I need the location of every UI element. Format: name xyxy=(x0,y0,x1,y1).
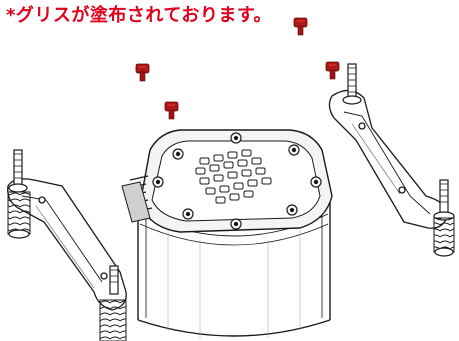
screw-icon xyxy=(164,101,179,120)
left-bracket-standoff-top xyxy=(7,149,31,239)
screw-icon xyxy=(325,61,340,80)
cold-plate xyxy=(121,129,333,233)
screw-icon xyxy=(293,17,308,36)
screw-icon xyxy=(135,63,150,82)
grease-applied-note: *グリスが塗布されております。 xyxy=(6,5,273,26)
right-bracket-standoff-bottom xyxy=(433,179,455,257)
grease-pattern xyxy=(195,149,272,204)
plate-screws xyxy=(152,132,322,230)
right-mounting-bracket xyxy=(328,89,449,229)
right-bracket-standoff-top xyxy=(342,63,362,105)
left-bracket-standoff-bottom xyxy=(99,265,127,341)
